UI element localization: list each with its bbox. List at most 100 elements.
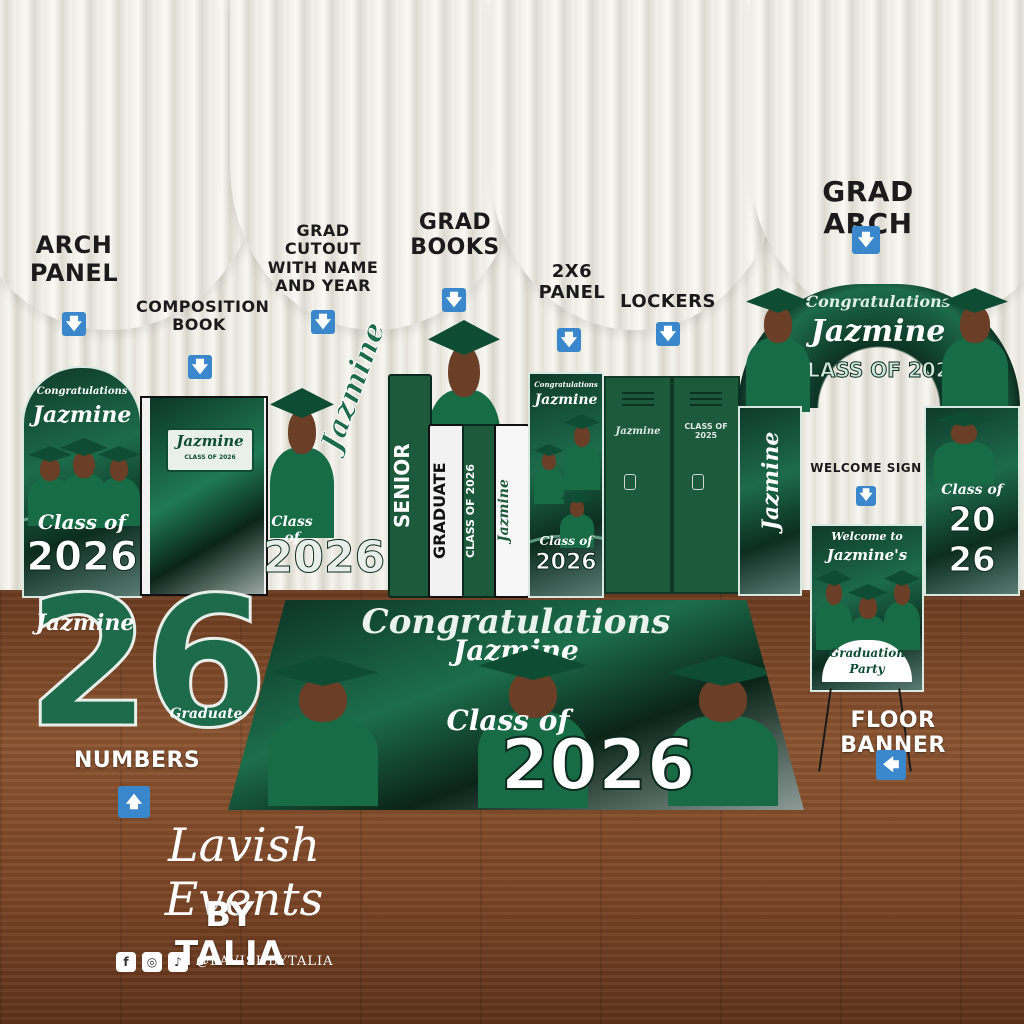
label-line: BOOKS xyxy=(410,235,500,261)
grad-cutout-prop: Jazmine Class of 2026 xyxy=(262,317,393,594)
class-text: CLASS OF 2025 xyxy=(684,422,728,440)
curtain-swag xyxy=(230,0,520,330)
name-text: Jazmine xyxy=(534,392,598,408)
name-text: Jazmine xyxy=(758,431,784,531)
curtain-swag xyxy=(490,0,780,330)
name-text: Jazmine xyxy=(32,402,132,428)
grad-books-label: GRAD BOOKS xyxy=(408,210,502,261)
lock-icon xyxy=(692,474,704,490)
book-label: CLASS OF 2026 xyxy=(464,463,477,559)
composition-name-plate: Jazmine CLASS OF 2026 xyxy=(166,428,254,472)
arrow-up-icon: 🡅 xyxy=(118,786,150,818)
label-line: PANEL xyxy=(29,258,119,287)
numbers-label: NUMBERS xyxy=(74,748,201,773)
arrow-down-icon: 🡇 xyxy=(442,288,466,312)
book-graduate: GRADUATE xyxy=(428,424,466,598)
grad-cutout-label: GRAD CUTOUT WITH NAME AND YEAR xyxy=(258,221,388,296)
label-line: 2X6 xyxy=(551,261,593,282)
grad-books-prop: SENIOR GRADUATE CLASS OF 2026 Jazmine xyxy=(388,320,530,598)
arch-right-pillar: Class of 20 26 xyxy=(924,406,1020,596)
graduate-photo xyxy=(98,446,140,526)
class-of-text: Class of xyxy=(38,510,126,534)
locker-vent xyxy=(690,404,722,406)
congrats-text: Congratulations xyxy=(36,386,128,397)
social-row: f ◎ ♪ @LAVISHBYTALIA xyxy=(116,952,376,974)
floor-banner-prop: Congratulations Jazmine Class of 2026 xyxy=(228,600,804,810)
year-text: 2026 xyxy=(26,534,138,581)
book-label: SENIOR xyxy=(390,443,414,529)
year-text: 20 xyxy=(948,500,996,541)
grad-arch-prop: Congratulations Jazmine CLASS OF 2026 Ja… xyxy=(738,284,1020,596)
number-digits: 26 xyxy=(25,559,271,768)
locker-vent xyxy=(622,392,654,394)
social-handle[interactable]: @LAVISHBYTALIA xyxy=(196,954,334,969)
composition-book-label: COMPOSITION BOOK xyxy=(136,297,270,335)
graduate-photo xyxy=(942,288,1008,412)
label-line: ARCH xyxy=(35,231,113,259)
welcome-text: Welcome to xyxy=(831,530,903,543)
numbers-prop: 26 Jazmine Graduate xyxy=(25,572,271,755)
graduate-photo xyxy=(934,412,994,484)
locker-door: Jazmine xyxy=(604,376,672,594)
year-text: 2026 xyxy=(535,550,597,576)
congrats-text: Congratulations xyxy=(805,292,951,311)
arrow-down-icon: 🡇 xyxy=(557,328,581,352)
locker-vent xyxy=(690,392,722,394)
lockers-label: LOCKERS xyxy=(620,291,716,312)
arch-left-pillar: Jazmine xyxy=(738,406,802,596)
graduate-photo xyxy=(564,414,600,490)
class-of-text: Class of xyxy=(446,704,570,737)
year-text: 2026 xyxy=(262,532,386,584)
congrats-text: Congratulations xyxy=(361,602,671,642)
graduate-photo xyxy=(668,656,778,806)
arrow-down-icon: 🡇 xyxy=(852,226,880,254)
class-of-text: Class of xyxy=(941,482,1003,498)
label-line: COMPOSITION xyxy=(136,297,270,316)
name-text: Jazmine xyxy=(810,314,946,349)
graduate-photo xyxy=(746,288,810,412)
class-of-text: Class of xyxy=(539,534,593,548)
graduate-photo xyxy=(816,570,852,650)
graduation-text: Graduation xyxy=(828,646,906,660)
locker-vent xyxy=(622,398,654,400)
label-line: WITH NAME xyxy=(267,257,379,277)
lockers-prop: Jazmine CLASS OF 2025 xyxy=(604,376,740,594)
book-senior: SENIOR xyxy=(388,374,432,598)
brand-by-talia: BY TALIA xyxy=(175,895,285,975)
welcome-sign-label: WELCOME SIGN xyxy=(810,461,922,475)
arrow-down-icon: 🡇 xyxy=(856,486,876,506)
arch-panel-label: ARCH PANEL xyxy=(28,231,120,287)
facebook-icon[interactable]: f xyxy=(116,952,136,972)
locker-vent xyxy=(622,404,654,406)
graduate-photo xyxy=(270,388,334,538)
graduate-photo xyxy=(478,648,588,808)
locker-door: CLASS OF 2025 xyxy=(672,376,740,594)
label-line: BOOK xyxy=(172,315,226,335)
composition-book-prop: Jazmine CLASS OF 2026 xyxy=(140,396,268,596)
book-class: CLASS OF 2026 xyxy=(462,424,498,598)
class-of-text: Class of xyxy=(271,514,313,546)
arrow-down-icon: 🡇 xyxy=(62,312,86,336)
graduate-photo xyxy=(534,444,564,504)
grad-arch-label: GRAD ARCH xyxy=(822,175,914,241)
arrow-left-icon: 🡄 xyxy=(876,750,906,780)
locker-vent xyxy=(690,398,722,400)
arrow-down-icon: 🡇 xyxy=(311,310,335,334)
brand-script: Lavish Events xyxy=(164,818,324,926)
year-text: 2026 xyxy=(500,723,697,807)
class-text: CLASS OF 2026 xyxy=(792,358,964,383)
instagram-icon[interactable]: ◎ xyxy=(142,952,162,972)
label-line: AND YEAR xyxy=(275,276,371,296)
tiktok-icon[interactable]: ♪ xyxy=(168,952,188,972)
welcome-plate: Graduation Party xyxy=(822,640,912,682)
welcome-sign-prop: Welcome to Jazmine's Graduation Party xyxy=(810,524,924,692)
panel-2x6-label: 2X6 PANEL xyxy=(536,261,608,303)
name-text: Jazmine xyxy=(176,432,244,450)
graduate-photo xyxy=(560,492,594,548)
label-line: GRAD CUTOUT xyxy=(284,221,362,259)
name-text: Jazmine xyxy=(615,426,661,437)
graduate-photo xyxy=(884,570,920,650)
graduate-text: Graduate xyxy=(169,706,243,722)
party-text: Party xyxy=(849,662,885,676)
